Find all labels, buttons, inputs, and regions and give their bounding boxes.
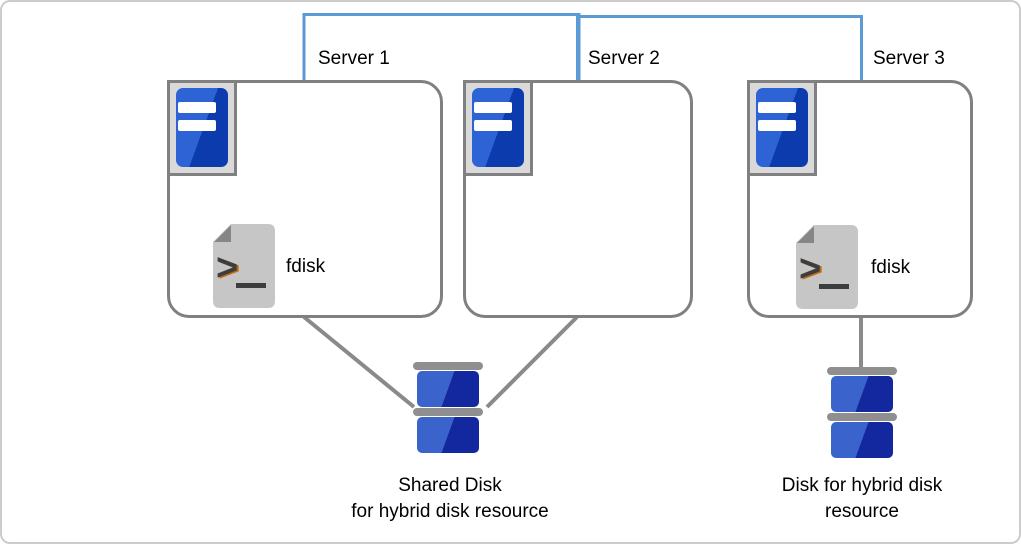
underscore-glyph	[236, 283, 266, 288]
folded-corner	[214, 225, 231, 242]
server-icon	[167, 80, 237, 176]
folded-corner	[797, 226, 814, 243]
shared-disk-stack-icon	[413, 362, 483, 454]
server-2-box	[463, 80, 693, 318]
hybrid-disk-stack-icon	[827, 367, 897, 459]
disk-cap	[413, 362, 483, 370]
prompt-glyph: >	[799, 248, 821, 290]
server-2-label: Server 2	[588, 48, 660, 69]
server-1-fdisk-label: fdisk	[286, 256, 326, 277]
server-icon	[747, 80, 817, 176]
server2-shared-disk-line	[485, 315, 579, 409]
server-icon-slot	[474, 102, 512, 113]
terminal-script-file-icon: > >	[796, 225, 858, 309]
underscore-glyph	[819, 284, 849, 289]
server-icon-slot	[474, 120, 512, 131]
hybrid-disk-caption-line2: resource	[825, 501, 899, 522]
hybrid-disk-caption-line1: Disk for hybrid disk	[781, 475, 943, 496]
server-icon-slot	[758, 120, 796, 131]
interconnect-line-server2-server3	[576, 15, 863, 80]
disk-platter	[417, 417, 479, 453]
hybrid-disk-caption: Disk for hybrid disk resource	[733, 473, 991, 525]
shared-disk-caption: Shared Disk for hybrid disk resource	[290, 473, 610, 525]
disk-platter	[417, 371, 479, 407]
prompt-glyph-shadow: >	[801, 249, 823, 291]
server-3-label: Server 3	[873, 48, 945, 69]
disk-cap	[827, 413, 897, 421]
server-icon-slot	[178, 102, 216, 113]
terminal-script-file-icon: > >	[213, 224, 275, 308]
prompt-glyph: >	[216, 247, 238, 289]
server-1-label: Server 1	[318, 48, 390, 69]
prompt-glyph-shadow: >	[218, 248, 240, 290]
shared-disk-caption-line2: for hybrid disk resource	[351, 501, 549, 522]
server-icon-slot	[178, 120, 216, 131]
disk-cap	[413, 408, 483, 416]
server-icon	[463, 80, 533, 176]
disk-cap	[827, 367, 897, 375]
server1-shared-disk-line	[302, 315, 416, 409]
disk-platter	[831, 376, 893, 412]
server-icon-slot	[758, 102, 796, 113]
server-3-fdisk-label: fdisk	[871, 257, 911, 278]
shared-disk-caption-line1: Shared Disk	[398, 475, 502, 496]
disk-platter	[831, 422, 893, 458]
